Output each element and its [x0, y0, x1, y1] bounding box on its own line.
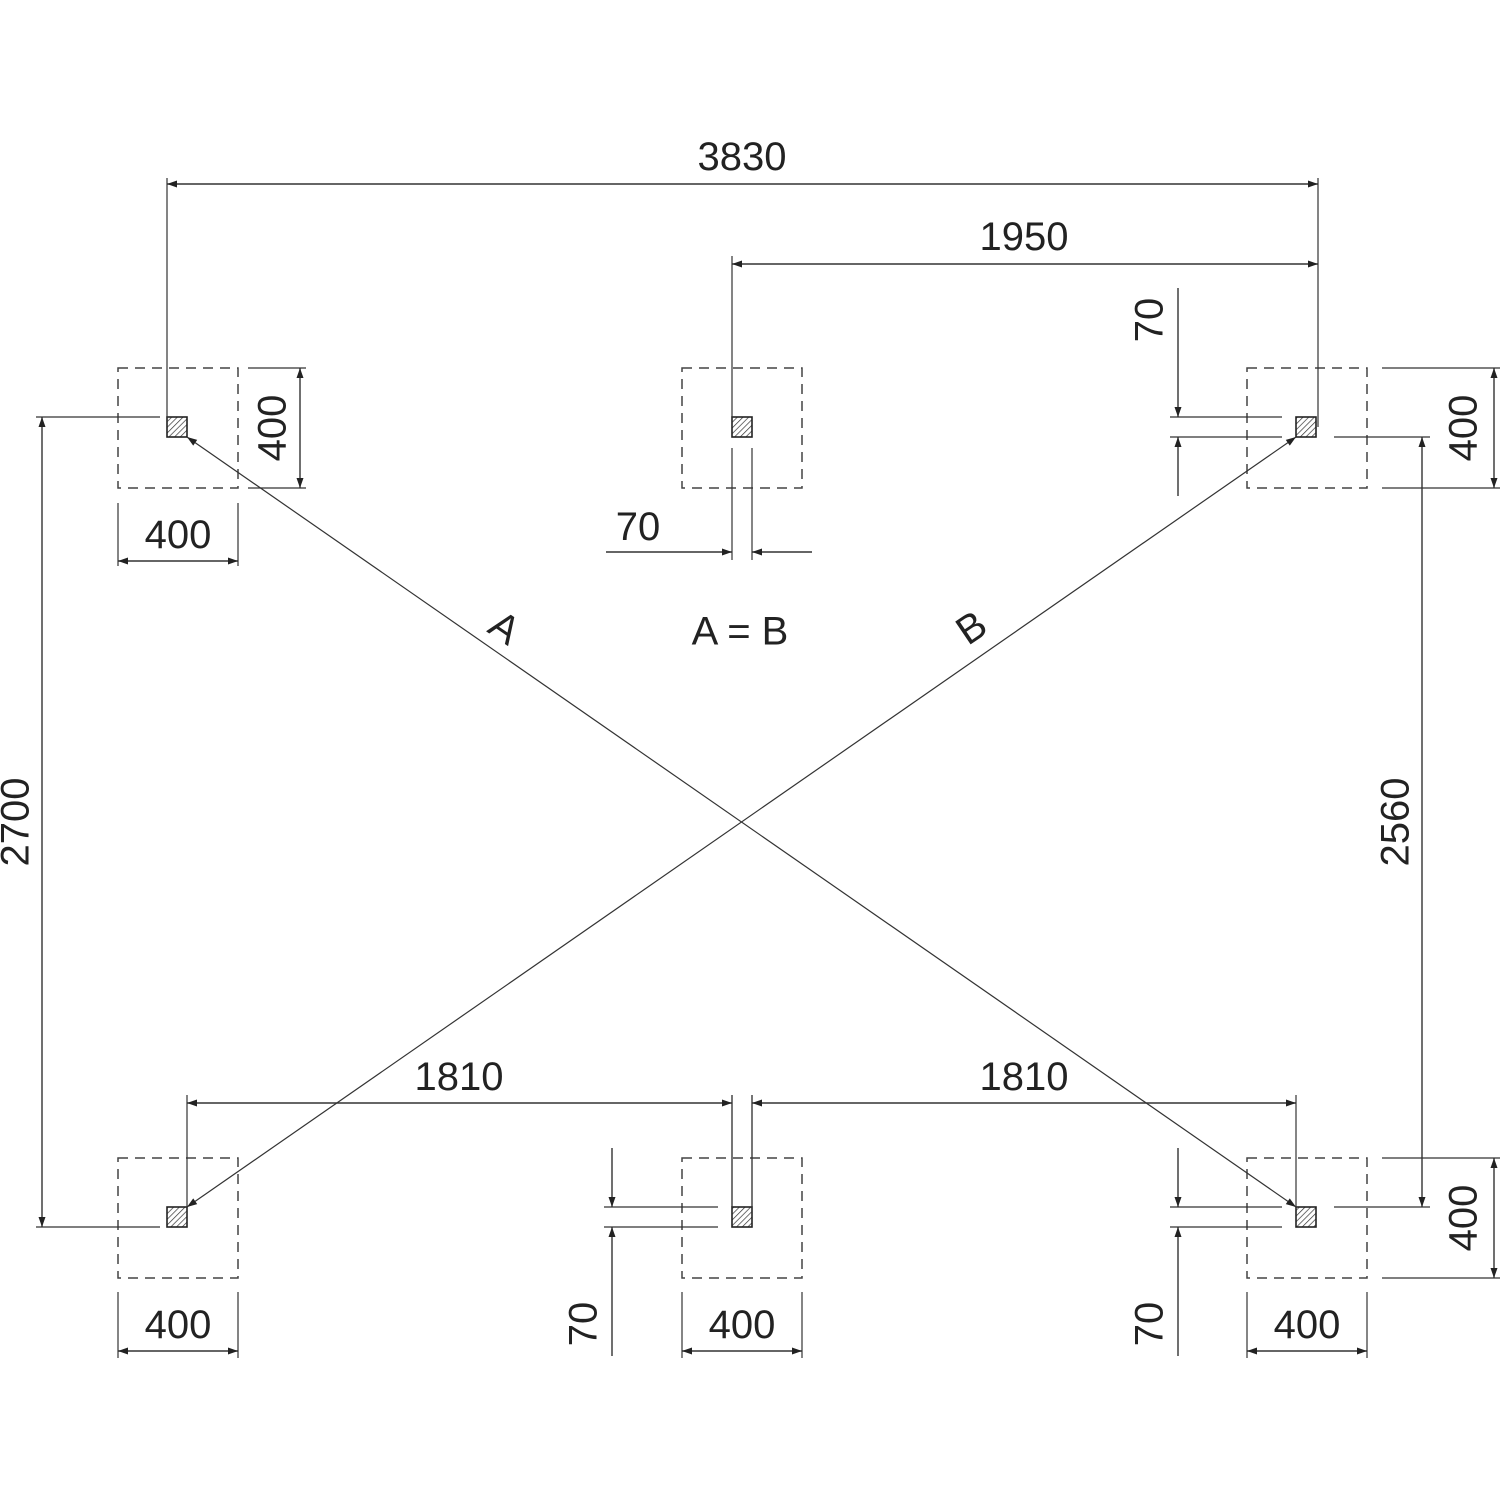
footing-top-right [1246, 367, 1368, 489]
dimension-bottom-left-to-mid: 1810 [186, 1055, 733, 1217]
dimension-overall-height-right: 2560 [1334, 436, 1430, 1208]
dimension-overall-width: 3830 [166, 135, 1319, 427]
post-top-left [166, 416, 188, 438]
dimension-label-overall-height-right: 2560 [1374, 778, 1418, 867]
dimension-mid-to-right: 1950 [731, 215, 1318, 427]
post-bottom-right [1295, 1206, 1317, 1228]
dimension-bottom-right-footing-width: 400 [1246, 1292, 1368, 1358]
post-centre-lines [731, 1095, 753, 1207]
post-bottom-middle [731, 1206, 753, 1228]
dimension-label-top-right-footing-height: 400 [1442, 395, 1486, 462]
footing-bottom-right [1246, 1157, 1368, 1279]
diagonal-b-line [186, 436, 1297, 1208]
dimension-label-bottom-middle-footing-width: 400 [709, 1303, 776, 1347]
dimension-bottom-middle-post-offset: 70 [562, 1148, 718, 1356]
dimension-label-bottom-middle-post-offset: 70 [562, 1302, 606, 1347]
dimension-label-top-middle-post-offset: 70 [616, 505, 661, 549]
dimension-top-right-post-offset: 70 [1128, 288, 1282, 496]
post-top-middle [731, 416, 753, 438]
dimension-label-overall-height-left: 2700 [0, 778, 38, 867]
dimension-label-bottom-right-footing-width: 400 [1274, 1303, 1341, 1347]
footing-bottom-left [117, 1157, 239, 1279]
footing-top-middle [681, 367, 803, 489]
posts [166, 416, 1317, 1228]
dimension-label-top-right-post-offset: 70 [1128, 298, 1172, 343]
dimension-label-bottom-left-to-mid: 1810 [415, 1055, 504, 1099]
dimension-label-top-left-footing-width: 400 [145, 513, 212, 557]
dimension-label-top-left-footing-height: 400 [251, 395, 295, 462]
post-bottom-left [166, 1206, 188, 1228]
dimension-top-middle-post-offset: 70 [606, 448, 812, 560]
dimension-bottom-mid-to-right: 1810 [751, 1055, 1297, 1217]
dimension-overall-height-left: 2700 [0, 416, 160, 1228]
footing-top-left [117, 367, 239, 489]
dimension-bottom-right-footing-height: 400 [1382, 1157, 1500, 1279]
dimension-top-left-footing-height: 400 [248, 367, 306, 489]
diagonal-equality-label: A = B [692, 610, 789, 654]
dimension-label-bottom-right-footing-height: 400 [1442, 1185, 1486, 1252]
dimension-bottom-right-post-offset: 70 [1128, 1148, 1282, 1356]
dimension-bottom-left-footing-width: 400 [117, 1292, 239, 1358]
dimension-label-overall-width: 3830 [698, 135, 787, 179]
post-top-right [1295, 416, 1317, 438]
dimension-label-bottom-mid-to-right: 1810 [980, 1055, 1069, 1099]
dimension-label-bottom-left-footing-width: 400 [145, 1303, 212, 1347]
diagonal-b-label: B [948, 602, 995, 653]
diagonals: A B A = B [186, 436, 1297, 1208]
dimension-label-bottom-right-post-offset: 70 [1128, 1302, 1172, 1347]
dimension-label-mid-to-right: 1950 [980, 215, 1069, 259]
dimension-bottom-middle-footing-width: 400 [681, 1292, 803, 1358]
dimension-top-right-footing-height: 400 [1382, 367, 1500, 489]
dimension-top-left-footing-width: 400 [117, 503, 239, 566]
